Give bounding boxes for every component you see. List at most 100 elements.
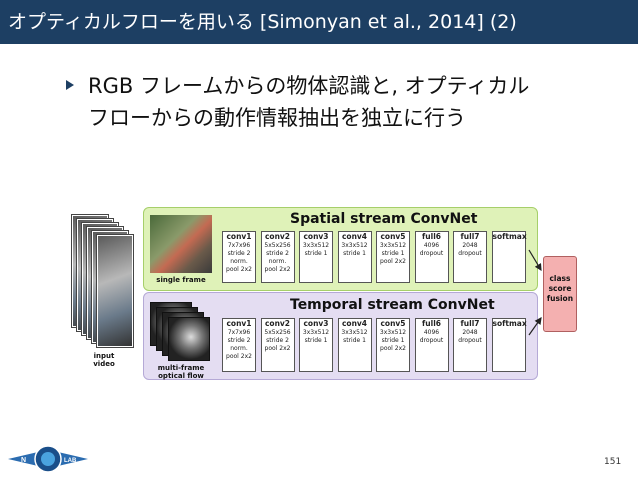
layer-param: 3x3x512: [379, 329, 407, 336]
single-frame-image: [150, 215, 212, 273]
optical-flow-label: multi-frame optical flow: [146, 364, 216, 380]
layer-param: 3x3x512: [302, 242, 330, 249]
layer-param: 2048: [462, 329, 478, 336]
layer-param: norm.: [230, 345, 248, 352]
layer-name: conv3: [303, 232, 329, 241]
layer-param: stride 2: [227, 250, 251, 257]
layer-param: dropout: [419, 250, 444, 257]
layer-param: 4096: [423, 242, 440, 249]
layer-param: stride 2: [227, 337, 251, 344]
layer-name: conv1: [226, 319, 252, 328]
layer-param: pool 2x2: [380, 345, 406, 352]
lab-logo: N LAB: [8, 445, 88, 473]
logo-letter-left: N: [21, 457, 26, 464]
layer-name: full7: [460, 232, 480, 241]
spatial-to-fusion-arrow: [528, 249, 542, 272]
layer-param: stride 1: [343, 250, 366, 257]
layer-param: 4096: [423, 329, 440, 336]
layer-param: norm.: [268, 258, 287, 265]
layer-param: stride 1: [304, 250, 328, 257]
layer-name: conv1: [226, 232, 252, 241]
layer-param: stride 1: [381, 337, 405, 344]
layer-name: full7: [460, 319, 480, 328]
input-video-label: input video: [84, 352, 124, 368]
layer-param: 3x3x512: [341, 242, 368, 249]
layer-param: 5x5x256: [264, 329, 291, 336]
fusion-label-line: fusion: [546, 294, 574, 303]
bullet-marker-icon: [66, 80, 74, 90]
layer-param: 2048: [462, 242, 478, 249]
flow-frame-card: [168, 317, 210, 361]
layer-param: pool 2x2: [264, 345, 291, 352]
layer-name: full6: [422, 319, 441, 328]
layer-name: conv3: [303, 319, 329, 328]
spatial-stream-title: Spatial stream ConvNet: [290, 211, 478, 227]
layer-param: dropout: [458, 250, 482, 257]
bullet-text-line-1: RGB フレームからの物体認識と, オプティカル: [88, 74, 530, 98]
layer-name: softmax: [492, 232, 527, 241]
layer-param: dropout: [458, 337, 482, 344]
layer-param: 7x7x96: [227, 329, 251, 336]
layer-param: norm.: [230, 258, 248, 265]
flow-label-line: optical flow: [158, 372, 204, 380]
video-frame-card: [96, 234, 134, 348]
layer-name: conv4: [341, 232, 368, 241]
temporal-to-fusion-arrow: [528, 317, 542, 336]
layer-name: conv2: [264, 232, 291, 241]
layer-param: pool 2x2: [264, 266, 291, 273]
layer-param: stride 1: [343, 337, 366, 344]
layer-name: full6: [422, 232, 441, 241]
layer-name: conv5: [380, 319, 406, 328]
class-score-fusion-box: class score fusion: [543, 256, 577, 332]
temporal-stream-title: Temporal stream ConvNet: [290, 297, 495, 313]
layer-param: stride 1: [304, 337, 328, 344]
layer-param: 3x3x512: [341, 329, 368, 336]
layer-param: 5x5x256: [264, 242, 291, 249]
layer-name: conv5: [380, 232, 406, 241]
logo-left-wing: [8, 452, 38, 466]
layer-name: conv2: [264, 319, 291, 328]
layer-param: dropout: [419, 337, 444, 344]
layer-param: 3x3x512: [379, 242, 407, 249]
logo-globe-inner: [41, 452, 55, 466]
layer-param: stride 1: [381, 250, 405, 257]
layer-param: pool 2x2: [380, 258, 406, 265]
logo-text-right: LAB: [64, 458, 77, 464]
input-label-line: video: [93, 360, 115, 368]
optical-flow-stack: [150, 302, 210, 364]
layer-name: conv4: [341, 319, 368, 328]
slide-title: オプティカルフローを用いる [Simonyan et al., 2014] (2…: [0, 0, 638, 44]
bullet-text-line-2: フローからの動作情報抽出を独立に行う: [88, 106, 466, 130]
layer-softmax: softmax: [491, 231, 527, 283]
fusion-label-line: score: [548, 284, 572, 293]
layer-param: pool 2x2: [226, 353, 252, 360]
input-video-stack: [71, 214, 142, 350]
logo-right-wing: [58, 452, 88, 466]
layer-param: 7x7x96: [227, 242, 251, 249]
layer-param: stride 2: [266, 337, 289, 344]
page-number: 151: [604, 457, 622, 467]
single-frame-label: single frame: [156, 276, 206, 284]
layer-param: pool 2x2: [226, 266, 252, 273]
fusion-label-line: class: [549, 274, 571, 283]
input-label-line: input: [93, 352, 115, 360]
layer-softmax: softmax: [491, 318, 527, 372]
flow-label-line: multi-frame: [157, 364, 205, 372]
layer-param: 3x3x512: [302, 329, 330, 336]
